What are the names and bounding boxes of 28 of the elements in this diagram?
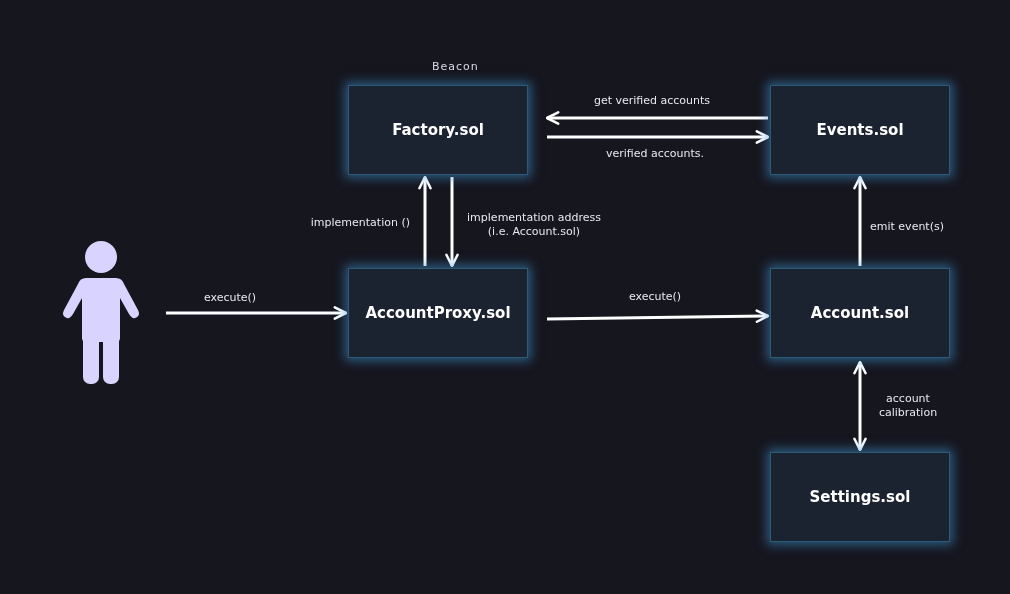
contract-box xyxy=(770,268,950,358)
arrow xyxy=(547,130,770,144)
node-title: Factory.sol xyxy=(392,121,484,139)
node-caption: Beacon xyxy=(432,60,479,73)
arrow xyxy=(418,175,432,266)
edge-label: emit event(s) xyxy=(869,220,945,234)
edge-label: execute() xyxy=(627,290,683,304)
arrow xyxy=(853,175,867,266)
edge-label: implementation () xyxy=(309,216,410,230)
node-title: AccountProxy.sol xyxy=(365,304,511,322)
edge-label: account calibration xyxy=(877,392,939,420)
arrow xyxy=(166,306,348,320)
contract-box xyxy=(348,268,528,358)
contract-box xyxy=(770,452,950,542)
arrow xyxy=(445,177,459,268)
arrow xyxy=(546,309,770,323)
node-title: Settings.sol xyxy=(809,488,911,506)
contract-box xyxy=(770,85,950,175)
edge-label: implementation address (i.e. Account.sol) xyxy=(466,211,602,239)
edge-label: execute() xyxy=(202,291,258,305)
edge-label: verified accounts. xyxy=(604,147,706,161)
arrow xyxy=(545,111,768,125)
edge-label: get verified accounts xyxy=(592,94,712,108)
person-figure xyxy=(62,240,140,384)
arrow xyxy=(853,360,867,452)
node-title: Account.sol xyxy=(810,304,910,322)
contract-box xyxy=(348,85,528,175)
node-title: Events.sol xyxy=(816,121,904,139)
